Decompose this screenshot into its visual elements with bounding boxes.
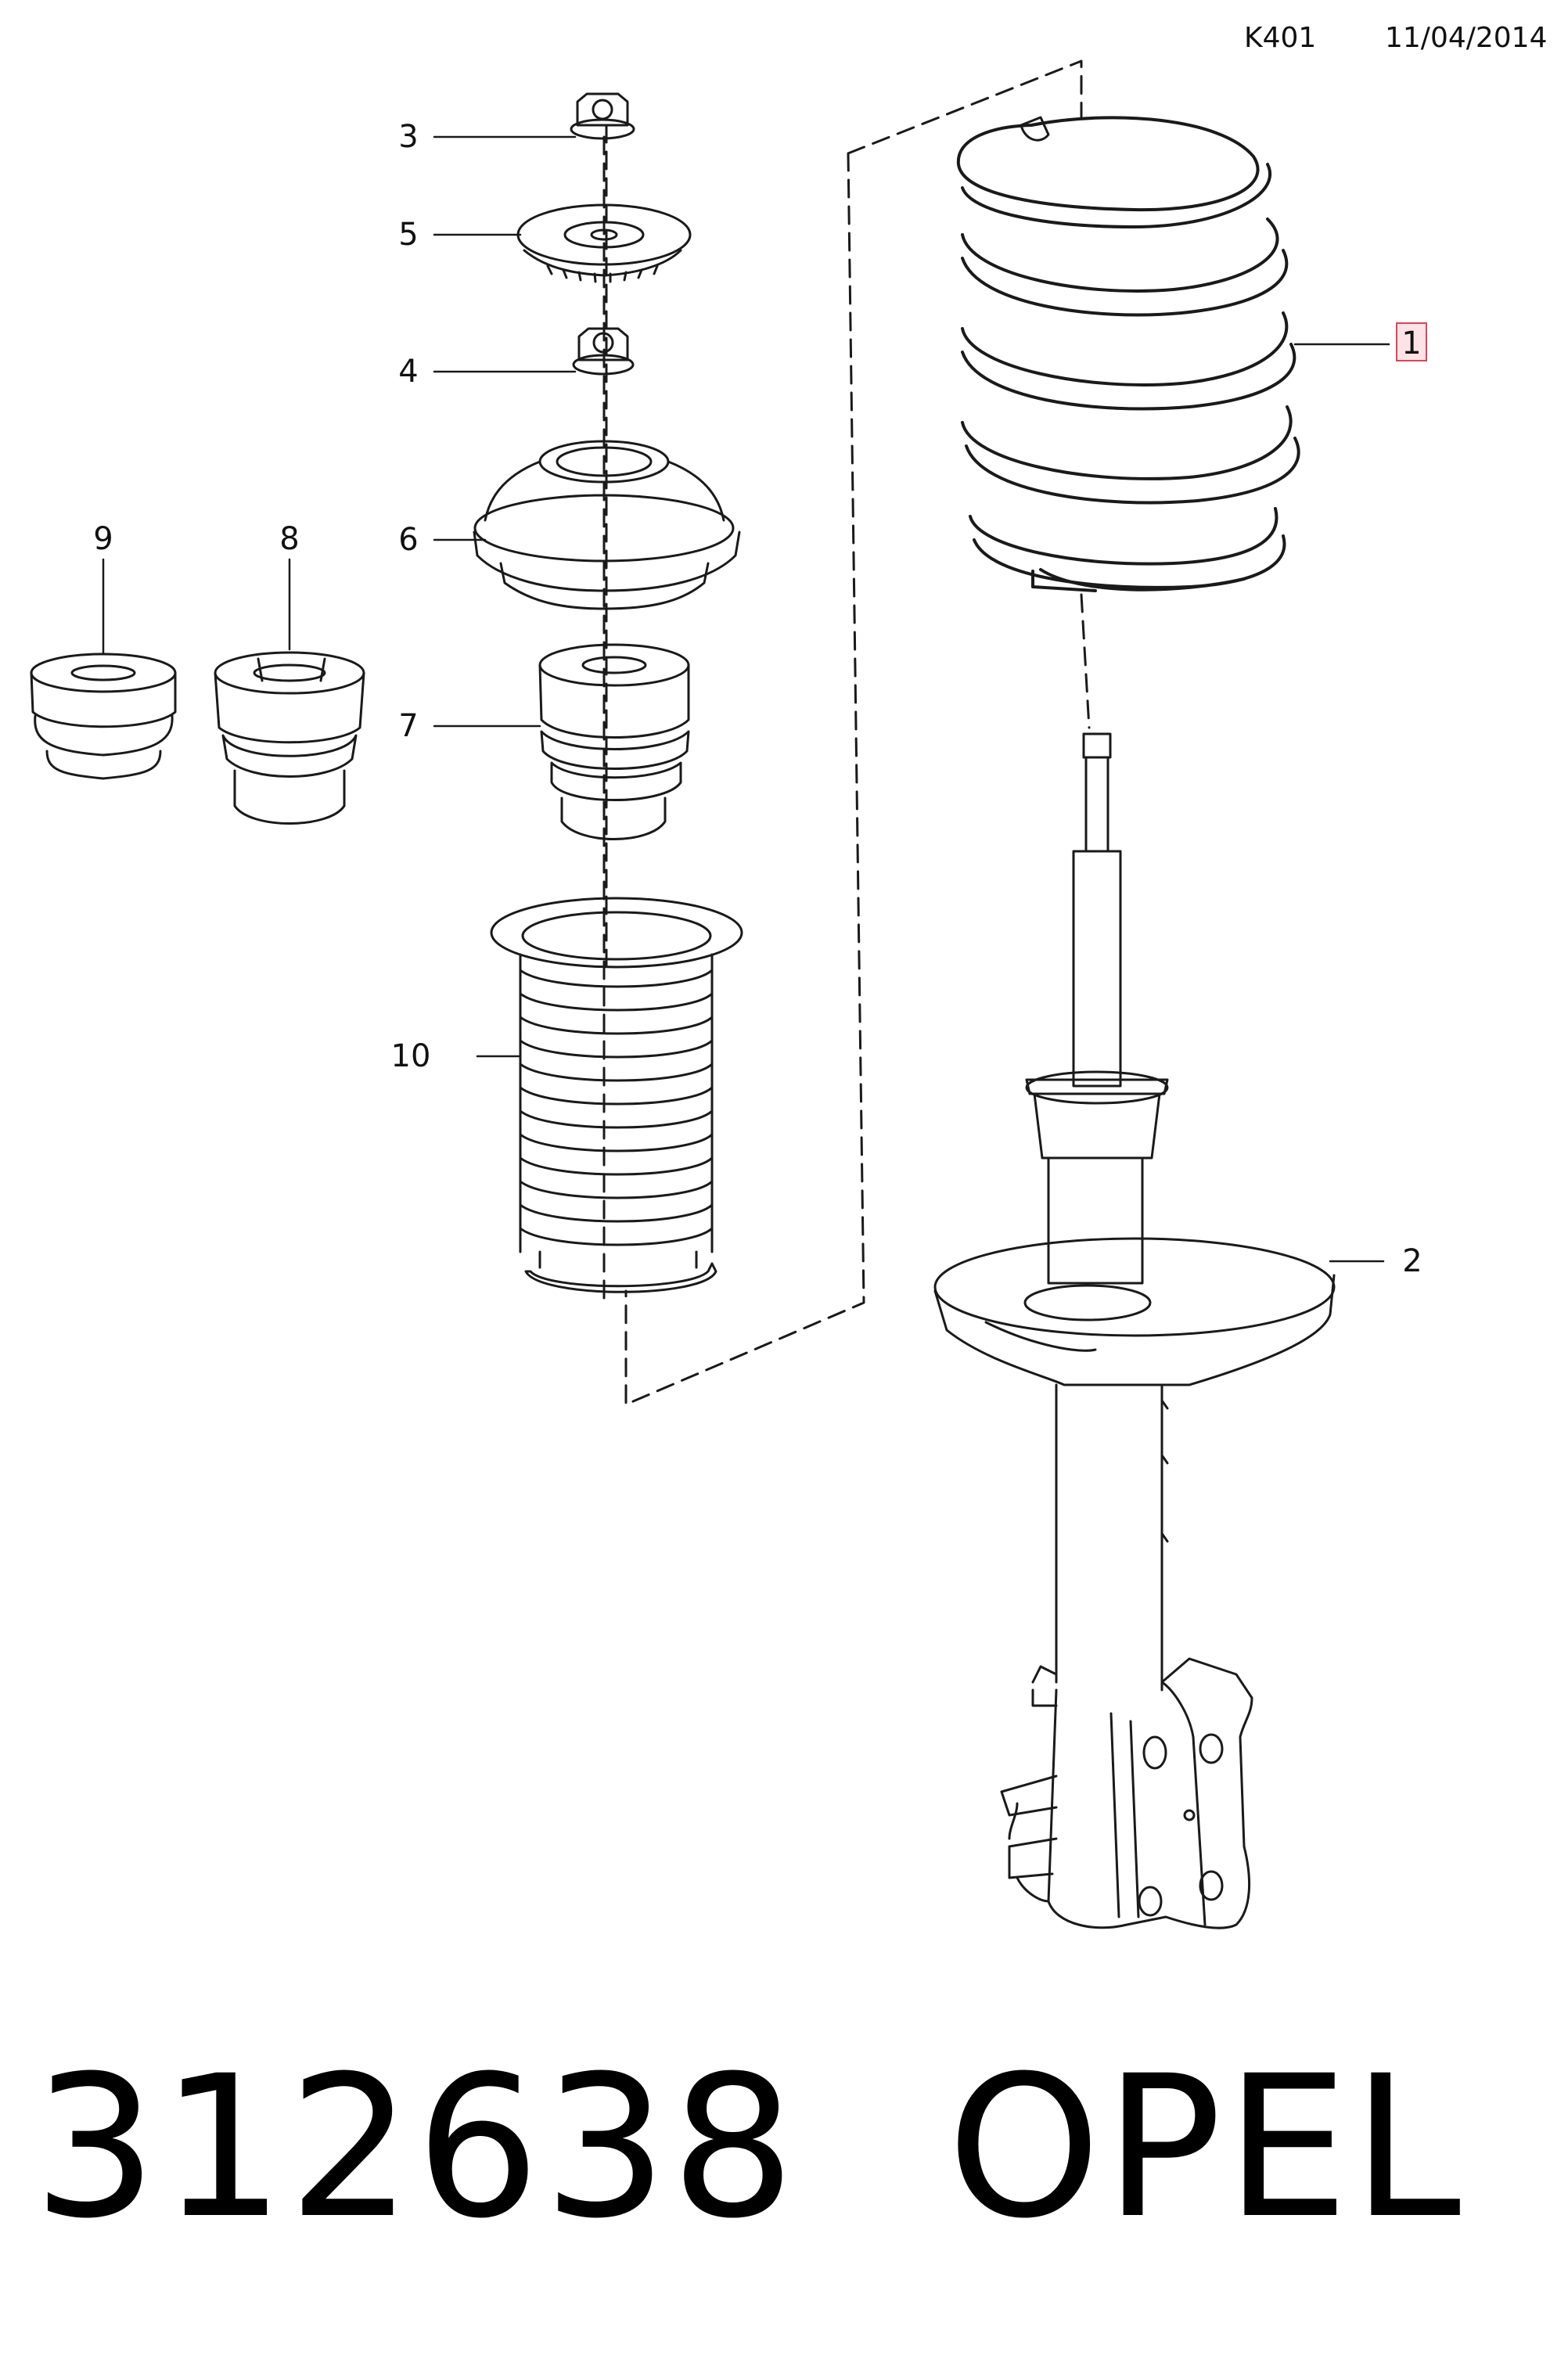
- coil-spring: [956, 116, 1300, 592]
- callout-9: 9: [93, 521, 113, 557]
- callout-6: 6: [398, 522, 418, 558]
- callout-leaders: [102, 135, 1390, 1263]
- callout-3: 3: [398, 119, 418, 155]
- flange-nut-top: [570, 92, 635, 140]
- assembly-outline: [605, 59, 1091, 1406]
- callout-7: 7: [398, 708, 418, 744]
- callout-1-highlight: [1396, 322, 1427, 361]
- bump-stop-variant-8: [214, 651, 365, 825]
- bump-stop: [538, 643, 690, 840]
- diagram-code: K401: [1244, 22, 1317, 54]
- dust-boot: [490, 897, 743, 1293]
- diagram-date: 11/04/2014: [1385, 22, 1548, 54]
- callout-labels: 1 2 3 4 5 6 7 8 9 10: [93, 119, 1427, 1279]
- bump-stop-variant-9: [30, 653, 177, 780]
- callout-1: 1: [1401, 325, 1421, 361]
- callout-4: 4: [398, 354, 418, 390]
- shock-absorber-strut: [933, 732, 1336, 1929]
- brand-name: OPEL: [947, 2033, 1465, 2261]
- part-number: 312638: [33, 2033, 799, 2261]
- callout-5: 5: [398, 217, 418, 253]
- callout-8: 8: [279, 521, 299, 557]
- callout-10: 10: [391, 1038, 431, 1074]
- callout-2: 2: [1402, 1243, 1422, 1279]
